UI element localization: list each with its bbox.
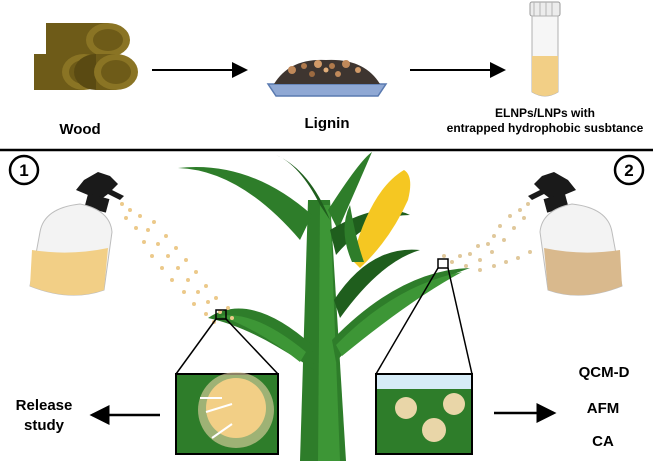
spray-droplets-left [120,202,234,324]
step1-badge: 1 [8,154,40,186]
surface-zoom-panel [375,373,473,455]
release-label-line1: Release [16,397,73,414]
zoom-marker-left [215,309,227,320]
sample-vial-icon [529,1,561,97]
spray-droplets-right [442,202,532,272]
method-qcmd: QCM-D [579,364,630,381]
zoom-line-right-a [375,267,439,375]
step2-number: 2 [624,161,633,180]
zoom-line-left-a [175,318,217,375]
zoom-line-left-b [225,318,279,375]
wood-logs-icon [34,23,138,90]
corn-plant-icon [178,152,470,461]
product-label-line2: entrapped hydrophobic susbtance [447,121,644,135]
release-label-line2: study [24,417,65,434]
lignin-dish-icon [266,59,388,97]
method-ca: CA [592,433,614,450]
spray-bottle-icon [528,172,623,296]
wood-label: Wood [59,121,100,138]
product-label-line1: ELNPs/LNPs with [495,106,595,120]
step2-badge: 2 [613,154,645,186]
method-afm: AFM [587,400,620,417]
lignin-label: Lignin [305,115,350,132]
zoom-marker-right [437,258,449,269]
step1-number: 1 [19,161,28,180]
release-zoom-panel [175,372,279,455]
spray-bottle-icon [29,172,124,296]
zoom-line-right-b [447,267,473,375]
